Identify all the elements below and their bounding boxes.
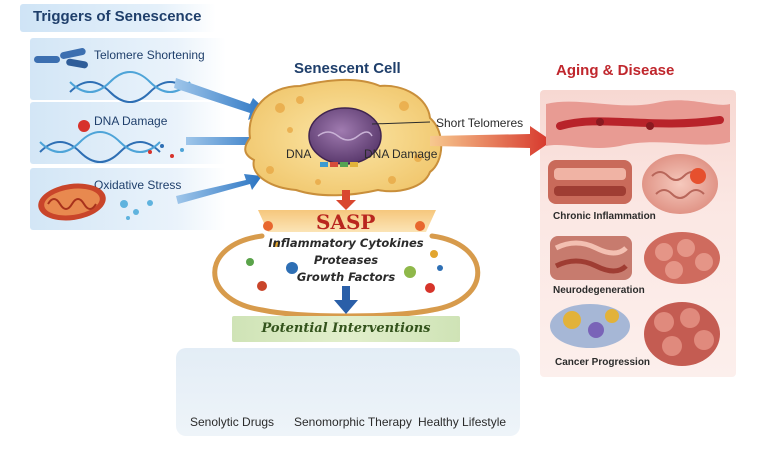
sasp-title: SASP	[316, 210, 376, 234]
cancer-cells-icon	[550, 304, 630, 348]
intervention-label-lifestyle: Healthy Lifestyle	[418, 415, 507, 429]
dna-damage-icon	[39, 120, 184, 163]
disease-label-inflammation: Chronic Inflammation	[553, 211, 656, 222]
trigger-label-dna-damage: DNA Damage	[94, 114, 168, 128]
senescent-cell-icon	[244, 78, 443, 197]
arrow-cell-to-sasp	[336, 190, 356, 210]
triggers-title-box	[20, 4, 216, 32]
neuro-tissue-icon	[550, 236, 632, 280]
interventions-panel	[176, 348, 520, 436]
dna-helix-icon	[69, 71, 191, 103]
mitochondrion-icon	[38, 183, 153, 221]
interventions-banner	[232, 316, 460, 342]
sasp-banner	[258, 210, 436, 232]
arrow-dna-damage-to-cell	[186, 131, 272, 151]
arrow-cell-to-aging	[430, 126, 552, 156]
cell-label-dna-damage: DNA Damage	[364, 147, 438, 161]
sasp-item-cytokines: Inflammatory Cytokines	[268, 236, 424, 250]
tissue-damage-icon	[546, 100, 730, 148]
sasp-item-growth-factors: Growth Factors	[296, 270, 396, 284]
inflammation-tissue-icon	[548, 160, 632, 204]
intervention-label-senomorphic: Senomorphic Therapy	[294, 415, 412, 429]
disease-label-cancer: Cancer Progression	[555, 357, 651, 368]
trigger-label-oxidative-stress: Oxidative Stress	[94, 178, 182, 192]
triggers-title: Triggers of Senescence	[33, 8, 202, 25]
neuro-cluster-icon	[644, 232, 720, 284]
trigger-label-telomere: Telomere Shortening	[94, 48, 205, 62]
arrow-telomere-to-cell	[174, 78, 268, 120]
chromosome-icon	[34, 48, 88, 69]
cell-label-dna: DNA	[286, 147, 312, 161]
aging-title: Aging & Disease	[556, 62, 675, 79]
cell-label-short-telomeres: Short Telomeres	[436, 116, 524, 130]
senescent-cell-title: Senescent Cell	[294, 60, 401, 77]
sasp-item-proteases: Proteases	[313, 253, 379, 267]
arrow-oxidative-to-cell	[176, 174, 262, 204]
arrow-sasp-to-interventions	[334, 286, 358, 314]
brain-icon	[642, 154, 718, 214]
interventions-title: Potential Interventions	[261, 321, 431, 336]
intervention-label-senolytic: Senolytic Drugs	[190, 415, 275, 429]
trigger-panel-dna-damage	[30, 102, 226, 164]
tumor-cluster-icon	[644, 302, 720, 366]
disease-label-neurodegeneration: Neurodegeneration	[553, 285, 645, 296]
cytokine-particles	[246, 221, 443, 293]
